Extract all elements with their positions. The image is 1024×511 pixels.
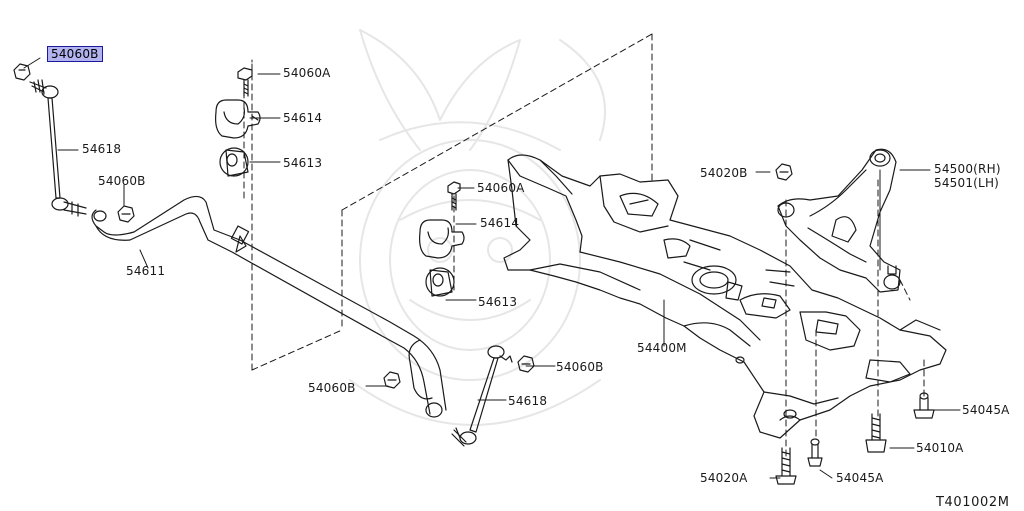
part-label-54060B-left[interactable]: 54060B [98, 174, 146, 188]
part-label-54613-mid[interactable]: 54613 [478, 295, 518, 309]
stabilizer-bracket-top [215, 99, 261, 139]
stabilizer-bush-mid [425, 267, 455, 297]
suspension-member [503, 154, 947, 439]
mounting-bolt-54010A [865, 413, 887, 453]
bracket-bolt-top [237, 67, 253, 97]
part-label-54400M[interactable]: 54400M [637, 341, 687, 355]
part-label-54614-top[interactable]: 54614 [283, 111, 323, 125]
stabilizer-nut-right [517, 355, 535, 373]
part-label-54020B[interactable]: 54020B [700, 166, 748, 180]
part-label-54618-left[interactable]: 54618 [82, 142, 122, 156]
part-label-54060B-bottom[interactable]: 54060B [308, 381, 356, 395]
bracket-bolt-mid [447, 181, 461, 211]
mounting-bolt-54020B [775, 163, 793, 181]
stabilizer-bracket-mid [419, 219, 465, 259]
part-label-54501-lh[interactable]: 54501(LH) [934, 176, 1000, 190]
stabilizer-bar [91, 195, 447, 418]
part-label-54611[interactable]: 54611 [126, 264, 166, 278]
stabilizer-nut-bottom [383, 371, 401, 389]
mounting-bolt-54020A [775, 447, 797, 485]
part-label-54045A-bottom[interactable]: 54045A [836, 471, 884, 485]
diagram-code: T401002M [936, 495, 1010, 510]
stabilizer-bush-top [219, 147, 249, 177]
stabilizer-nut-left [117, 205, 135, 223]
part-label-54614-mid[interactable]: 54614 [480, 216, 520, 230]
part-label-54060A-top[interactable]: 54060A [283, 66, 331, 80]
stabilizer-nut-top-left [13, 63, 31, 81]
transverse-link [777, 148, 901, 293]
part-label-54045A-right[interactable]: 54045A [962, 403, 1010, 417]
mounting-bolt-54045A-right [913, 392, 935, 419]
part-label-54060B-highlighted[interactable]: 54060B [47, 46, 103, 62]
bolt-centre-lines [243, 81, 925, 461]
part-label-54618-bottom[interactable]: 54618 [508, 394, 548, 408]
connecting-rod-right [451, 345, 513, 447]
connecting-rod-left [29, 79, 87, 217]
mounting-bolt-54045A-bottom [807, 438, 823, 467]
watermark-emblem [349, 29, 606, 426]
part-label-54010A[interactable]: 54010A [916, 441, 964, 455]
part-label-54060B-right[interactable]: 54060B [556, 360, 604, 374]
part-label-54613-top[interactable]: 54613 [283, 156, 323, 170]
part-label-54060A-mid[interactable]: 54060A [477, 181, 525, 195]
part-label-54500-rh[interactable]: 54500(RH) [934, 162, 1001, 176]
dashed-grouping-box [251, 33, 653, 371]
part-label-54020A[interactable]: 54020A [700, 471, 748, 485]
